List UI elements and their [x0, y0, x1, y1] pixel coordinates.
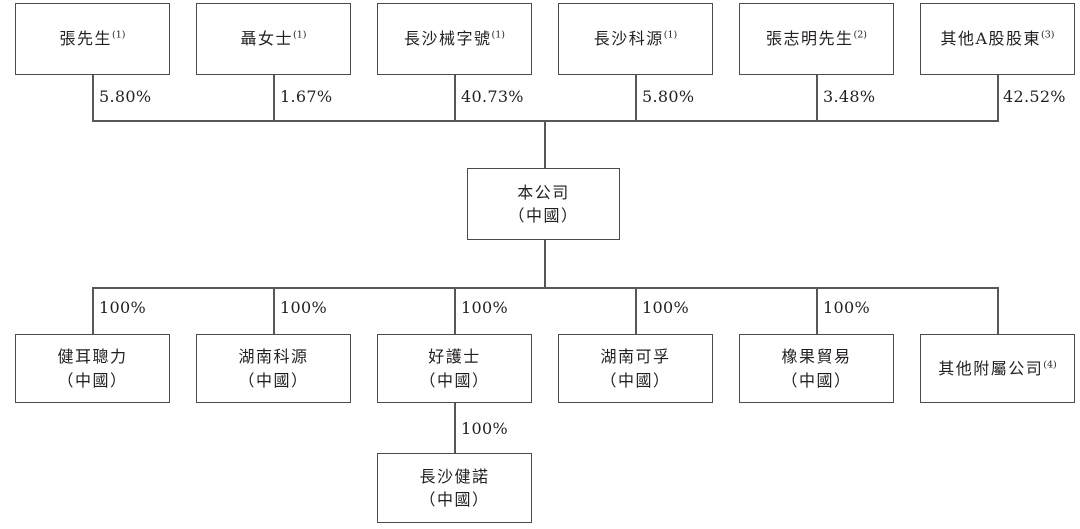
connector-line — [635, 287, 637, 334]
connector-line — [92, 75, 94, 120]
subsidiary-box-4: 湖南可孚 （中國） — [558, 334, 713, 403]
shareholder-box-2: 聶女士(1) — [196, 3, 351, 75]
shareholder-box-5: 張志明先生(2) — [739, 3, 894, 75]
connector-line — [816, 287, 818, 334]
subsidiary-jurisdiction: （中國） — [600, 370, 671, 390]
subsidiary-jurisdiction: （中國） — [238, 370, 309, 390]
ownership-pct: 100% — [461, 419, 508, 438]
subsidiary-name: 橡果貿易 — [781, 347, 852, 367]
subsidiary-box-2: 湖南科源 （中國） — [196, 334, 351, 403]
shareholder-box-4: 長沙科源(1) — [558, 3, 713, 75]
shareholder-box-1: 張先生(1) — [15, 3, 170, 75]
shareholder-label: 張先生(1) — [59, 29, 126, 49]
ownership-pct: 100% — [99, 298, 146, 317]
connector-line — [273, 75, 275, 120]
connector-line — [92, 287, 999, 289]
ownership-pct: 42.52% — [1003, 87, 1066, 106]
shareholder-label: 張志明先生(2) — [766, 29, 867, 49]
subsidiary-box-1: 健耳聰力 （中國） — [15, 334, 170, 403]
connector-line — [454, 287, 456, 334]
shareholder-label: 長沙械字號(1) — [404, 29, 505, 49]
subsidiary-box-5: 橡果貿易 （中國） — [739, 334, 894, 403]
ownership-pct: 100% — [280, 298, 327, 317]
footnote-marker: (2) — [853, 30, 867, 42]
shareholder-label: 聶女士(1) — [240, 29, 307, 49]
footnote-marker: (1) — [663, 30, 678, 42]
subsidiary-jurisdiction: （中國） — [419, 370, 490, 390]
subsidiary-jurisdiction: （中國） — [781, 370, 852, 390]
footnote-marker: (1) — [491, 30, 505, 42]
ownership-pct: 5.80% — [642, 87, 695, 106]
footnote-marker: (4) — [1043, 359, 1057, 371]
connector-line — [816, 75, 818, 120]
company-jurisdiction: （中國） — [508, 206, 579, 225]
connector-line — [997, 287, 999, 334]
company-box: 本公司 （中國） — [467, 168, 620, 240]
sub-subsidiary-jurisdiction: （中國） — [419, 490, 490, 509]
shareholder-label: 長沙科源(1) — [593, 29, 678, 49]
company-name: 本公司 — [517, 182, 570, 202]
subsidiary-jurisdiction: （中國） — [57, 370, 128, 390]
ownership-pct: 100% — [823, 298, 870, 317]
subsidiary-box-6: 其他附屬公司(4) — [920, 334, 1075, 403]
shareholder-box-6: 其他A股股東(3) — [920, 3, 1075, 75]
sub-subsidiary-box: 長沙健諾 （中國） — [377, 453, 532, 523]
subsidiary-name: 健耳聰力 — [57, 347, 128, 367]
shareholder-label: 其他A股股東(3) — [940, 29, 1055, 49]
connector-line — [635, 75, 637, 120]
connector-line — [92, 287, 94, 334]
connector-line — [544, 240, 546, 287]
footnote-marker: (3) — [1041, 30, 1055, 42]
subsidiary-box-3: 好護士 （中國） — [377, 334, 532, 403]
footnote-marker: (1) — [112, 30, 126, 42]
sub-subsidiary-name: 長沙健諾 — [419, 466, 490, 486]
connector-line — [454, 75, 456, 120]
ownership-pct: 1.67% — [280, 87, 333, 106]
connector-line — [997, 75, 999, 120]
ownership-pct: 40.73% — [461, 87, 524, 106]
subsidiary-name: 湖南可孚 — [600, 347, 671, 367]
footnote-marker: (1) — [293, 30, 307, 42]
connector-line — [273, 287, 275, 334]
ownership-pct: 3.48% — [823, 87, 876, 106]
shareholder-box-3: 長沙械字號(1) — [377, 3, 532, 75]
subsidiary-name: 好護士 — [428, 347, 481, 367]
subsidiary-name: 其他附屬公司(4) — [938, 358, 1057, 378]
ownership-pct: 100% — [461, 298, 508, 317]
subsidiary-name: 湖南科源 — [238, 347, 309, 367]
ownership-pct: 100% — [642, 298, 689, 317]
connector-line — [454, 403, 456, 453]
connector-line — [544, 120, 546, 168]
ownership-pct: 5.80% — [99, 87, 152, 106]
